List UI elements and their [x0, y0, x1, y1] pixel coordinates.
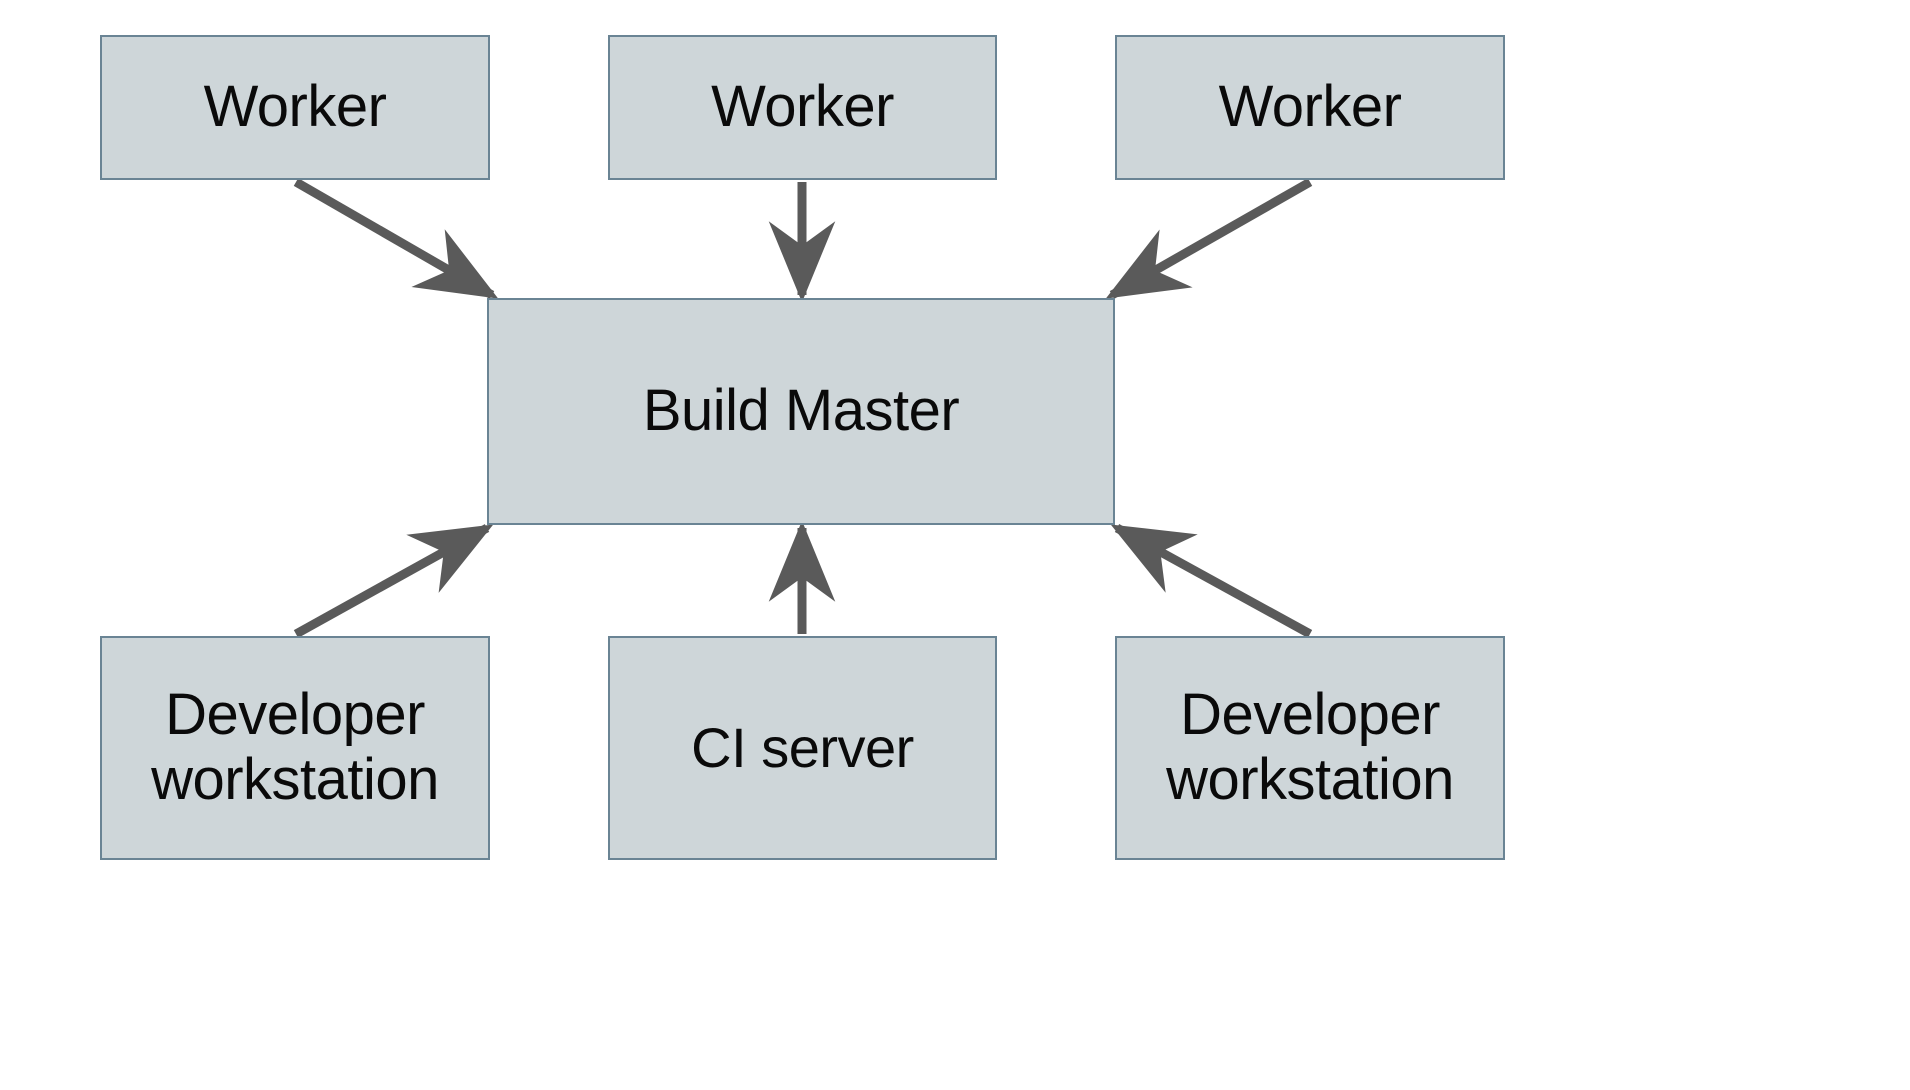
node-label-ci-server: CI server	[691, 715, 914, 779]
edge-dev-right-to-master	[1110, 524, 1313, 638]
edge-worker-right-to-master	[1105, 178, 1313, 299]
node-label-build-master: Build Master	[642, 378, 960, 444]
node-label-developer-workstation-left: Developer workstation	[151, 682, 439, 812]
node-worker-middle[interactable]: Worker	[608, 35, 997, 180]
node-developer-workstation-right[interactable]: Developer workstation	[1115, 636, 1505, 860]
node-build-master[interactable]: Build Master	[487, 298, 1115, 525]
node-label-developer-workstation-right: Developer workstation	[1166, 682, 1454, 812]
edge-worker-left-to-master	[293, 178, 499, 299]
node-ci-server[interactable]: CI server	[608, 636, 997, 860]
node-label-worker-right: Worker	[1218, 74, 1402, 140]
node-developer-workstation-left[interactable]: Developer workstation	[100, 636, 490, 860]
node-worker-left[interactable]: Worker	[100, 35, 490, 180]
node-label-worker-left: Worker	[203, 74, 387, 140]
node-worker-right[interactable]: Worker	[1115, 35, 1505, 180]
edge-dev-left-to-master	[293, 524, 494, 638]
node-label-worker-middle: Worker	[711, 74, 894, 140]
